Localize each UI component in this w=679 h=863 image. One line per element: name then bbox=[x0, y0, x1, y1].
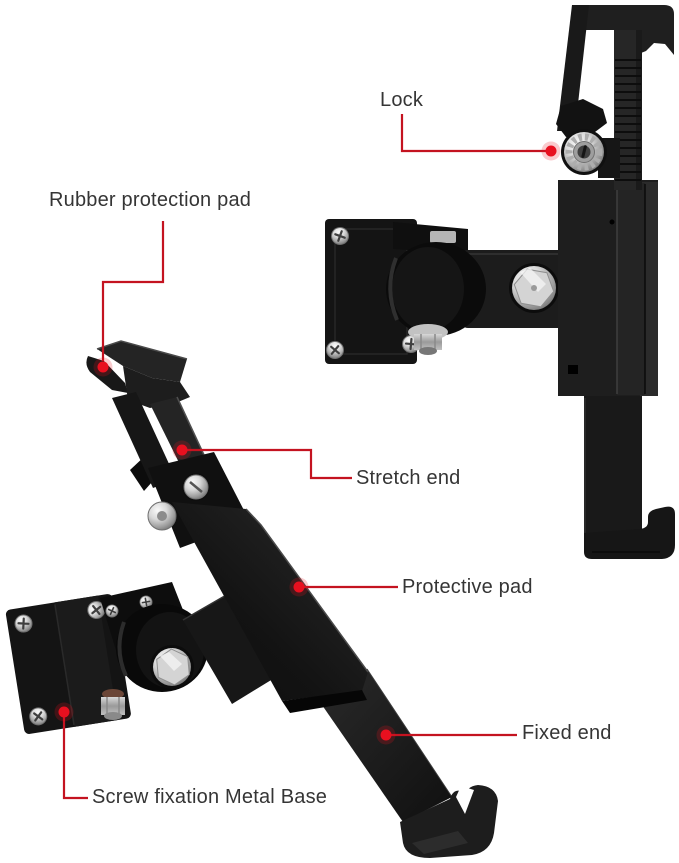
callout-dot-screw-base bbox=[58, 706, 70, 718]
hook-top-highlight bbox=[96, 340, 188, 360]
pivot-washer-center bbox=[157, 511, 167, 521]
pad-bottom-lip bbox=[282, 690, 367, 713]
bottom-hook bbox=[584, 506, 675, 559]
lock-claw bbox=[556, 99, 607, 137]
hook-neck bbox=[123, 366, 190, 408]
bolt-highlight bbox=[160, 652, 182, 671]
holder-lower-rail bbox=[584, 396, 642, 546]
leader-line-stretch-end bbox=[187, 448, 352, 480]
callout-dot-rubber-pad bbox=[97, 361, 109, 373]
fixed-end-arm bbox=[313, 669, 452, 822]
label-lock: Lock bbox=[380, 89, 424, 111]
cylinder-highlight bbox=[388, 257, 399, 321]
callout-dot-protective-pad bbox=[293, 581, 305, 593]
callout-dot-lock bbox=[545, 145, 557, 157]
label-screw-fixation-metal-base: Screw fixation Metal Base bbox=[92, 786, 328, 808]
wall-plate-channel bbox=[54, 595, 118, 727]
leader-line-lock bbox=[400, 114, 546, 153]
metal-pin bbox=[430, 231, 456, 243]
hook-inner-facet bbox=[412, 831, 468, 854]
nut-facets bbox=[106, 697, 120, 715]
keyhole-slot bbox=[581, 145, 587, 158]
angled-view bbox=[5, 340, 498, 858]
holder-rail-channel bbox=[617, 183, 645, 395]
label-rubber-protection-pad: Rubber protection pad bbox=[49, 189, 252, 211]
rail-slot bbox=[568, 365, 578, 374]
cylinder-highlight-angled bbox=[117, 621, 128, 677]
top-clamp-bar bbox=[572, 5, 674, 30]
wall-plate-angled-group bbox=[5, 594, 131, 734]
wall-plate-front bbox=[325, 219, 417, 364]
top-clamp-left-arm bbox=[557, 5, 589, 131]
rubber-protection-pad-part bbox=[97, 341, 187, 382]
label-stretch-end: Stretch end bbox=[356, 467, 461, 489]
hook-notch bbox=[456, 786, 474, 814]
phillips-screw bbox=[13, 613, 34, 634]
label-fixed-end: Fixed end bbox=[522, 722, 612, 744]
bolt-tip bbox=[419, 347, 437, 355]
swivel-cylinder-face bbox=[392, 247, 464, 331]
nut-facets bbox=[420, 334, 436, 350]
fixed-arm-edge bbox=[366, 668, 453, 798]
bolt-center bbox=[531, 285, 537, 291]
pivot-screw-slot bbox=[189, 481, 203, 493]
ratchet-teeth bbox=[615, 59, 641, 181]
callout-dot-fixed-end bbox=[380, 729, 392, 741]
bolt-tip bbox=[104, 712, 122, 720]
front-view bbox=[321, 5, 675, 559]
leader-line-screw-base bbox=[62, 717, 88, 800]
ratchet-strap-edge bbox=[636, 30, 642, 190]
callout-dot-stretch-end bbox=[176, 444, 188, 456]
pad-edge-highlight bbox=[245, 508, 369, 673]
callouts bbox=[54, 114, 561, 800]
label-protective-pad: Protective pad bbox=[402, 576, 533, 598]
bolt-highlight bbox=[520, 268, 546, 292]
top-clamp-wave bbox=[641, 30, 674, 55]
rubber-washer bbox=[102, 689, 124, 699]
leader-line-rubber-pad bbox=[101, 221, 165, 361]
lock-ridges bbox=[565, 133, 603, 171]
protective-pad-part bbox=[172, 502, 368, 701]
stretch-rail-left bbox=[112, 392, 176, 488]
hook-claw bbox=[86, 356, 128, 393]
rail-hole bbox=[609, 219, 615, 225]
plate-channel-edge bbox=[54, 604, 75, 726]
